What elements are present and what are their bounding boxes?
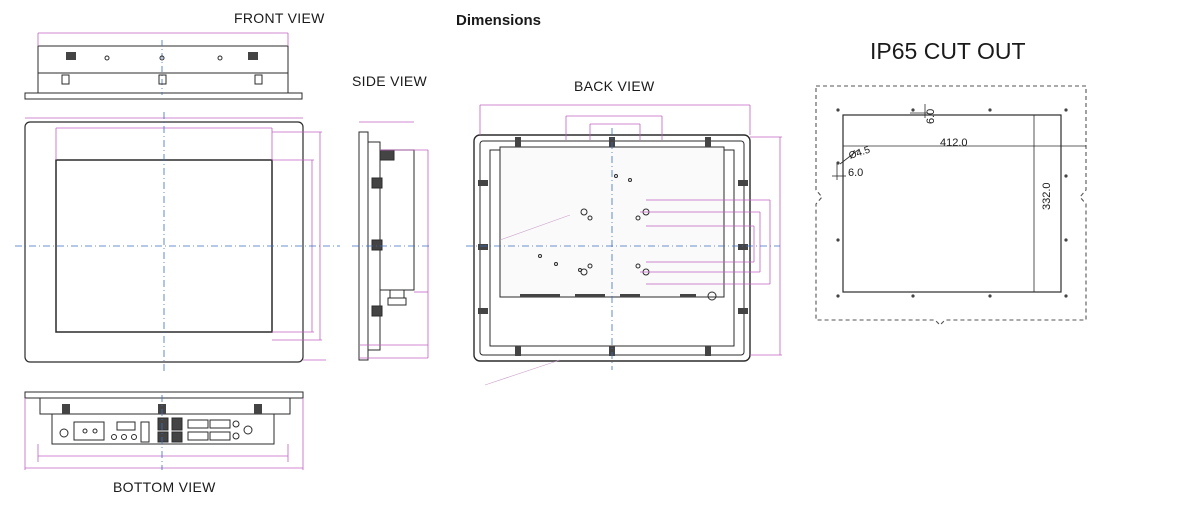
cutout-hole-dim: Ø4.5 [848, 145, 872, 162]
bottom-view-label: BOTTOM VIEW [113, 479, 216, 495]
front-view-face [15, 112, 340, 372]
page-title: Dimensions [456, 12, 542, 29]
cutout-left-offset-dim: 6.0 [848, 167, 863, 179]
cutout-top-offset-dim: 6.0 [925, 109, 937, 124]
side-view-label: SIDE VIEW [352, 73, 428, 89]
front-view-top [24, 32, 303, 100]
bottom-view [24, 391, 304, 470]
front-view-label: FRONT VIEW [234, 10, 325, 26]
cutout-title: IP65 CUT OUT [870, 38, 1026, 64]
cutout-height-dim: 332.0 [1041, 182, 1053, 210]
cutout-diagram: 412.0 6.0 6.0 Ø4.5 332.0 [815, 85, 1087, 326]
cutout-width-dim: 412.0 [940, 137, 968, 149]
side-view [352, 121, 432, 361]
back-view [466, 104, 782, 386]
back-view-label: BACK VIEW [574, 78, 655, 94]
